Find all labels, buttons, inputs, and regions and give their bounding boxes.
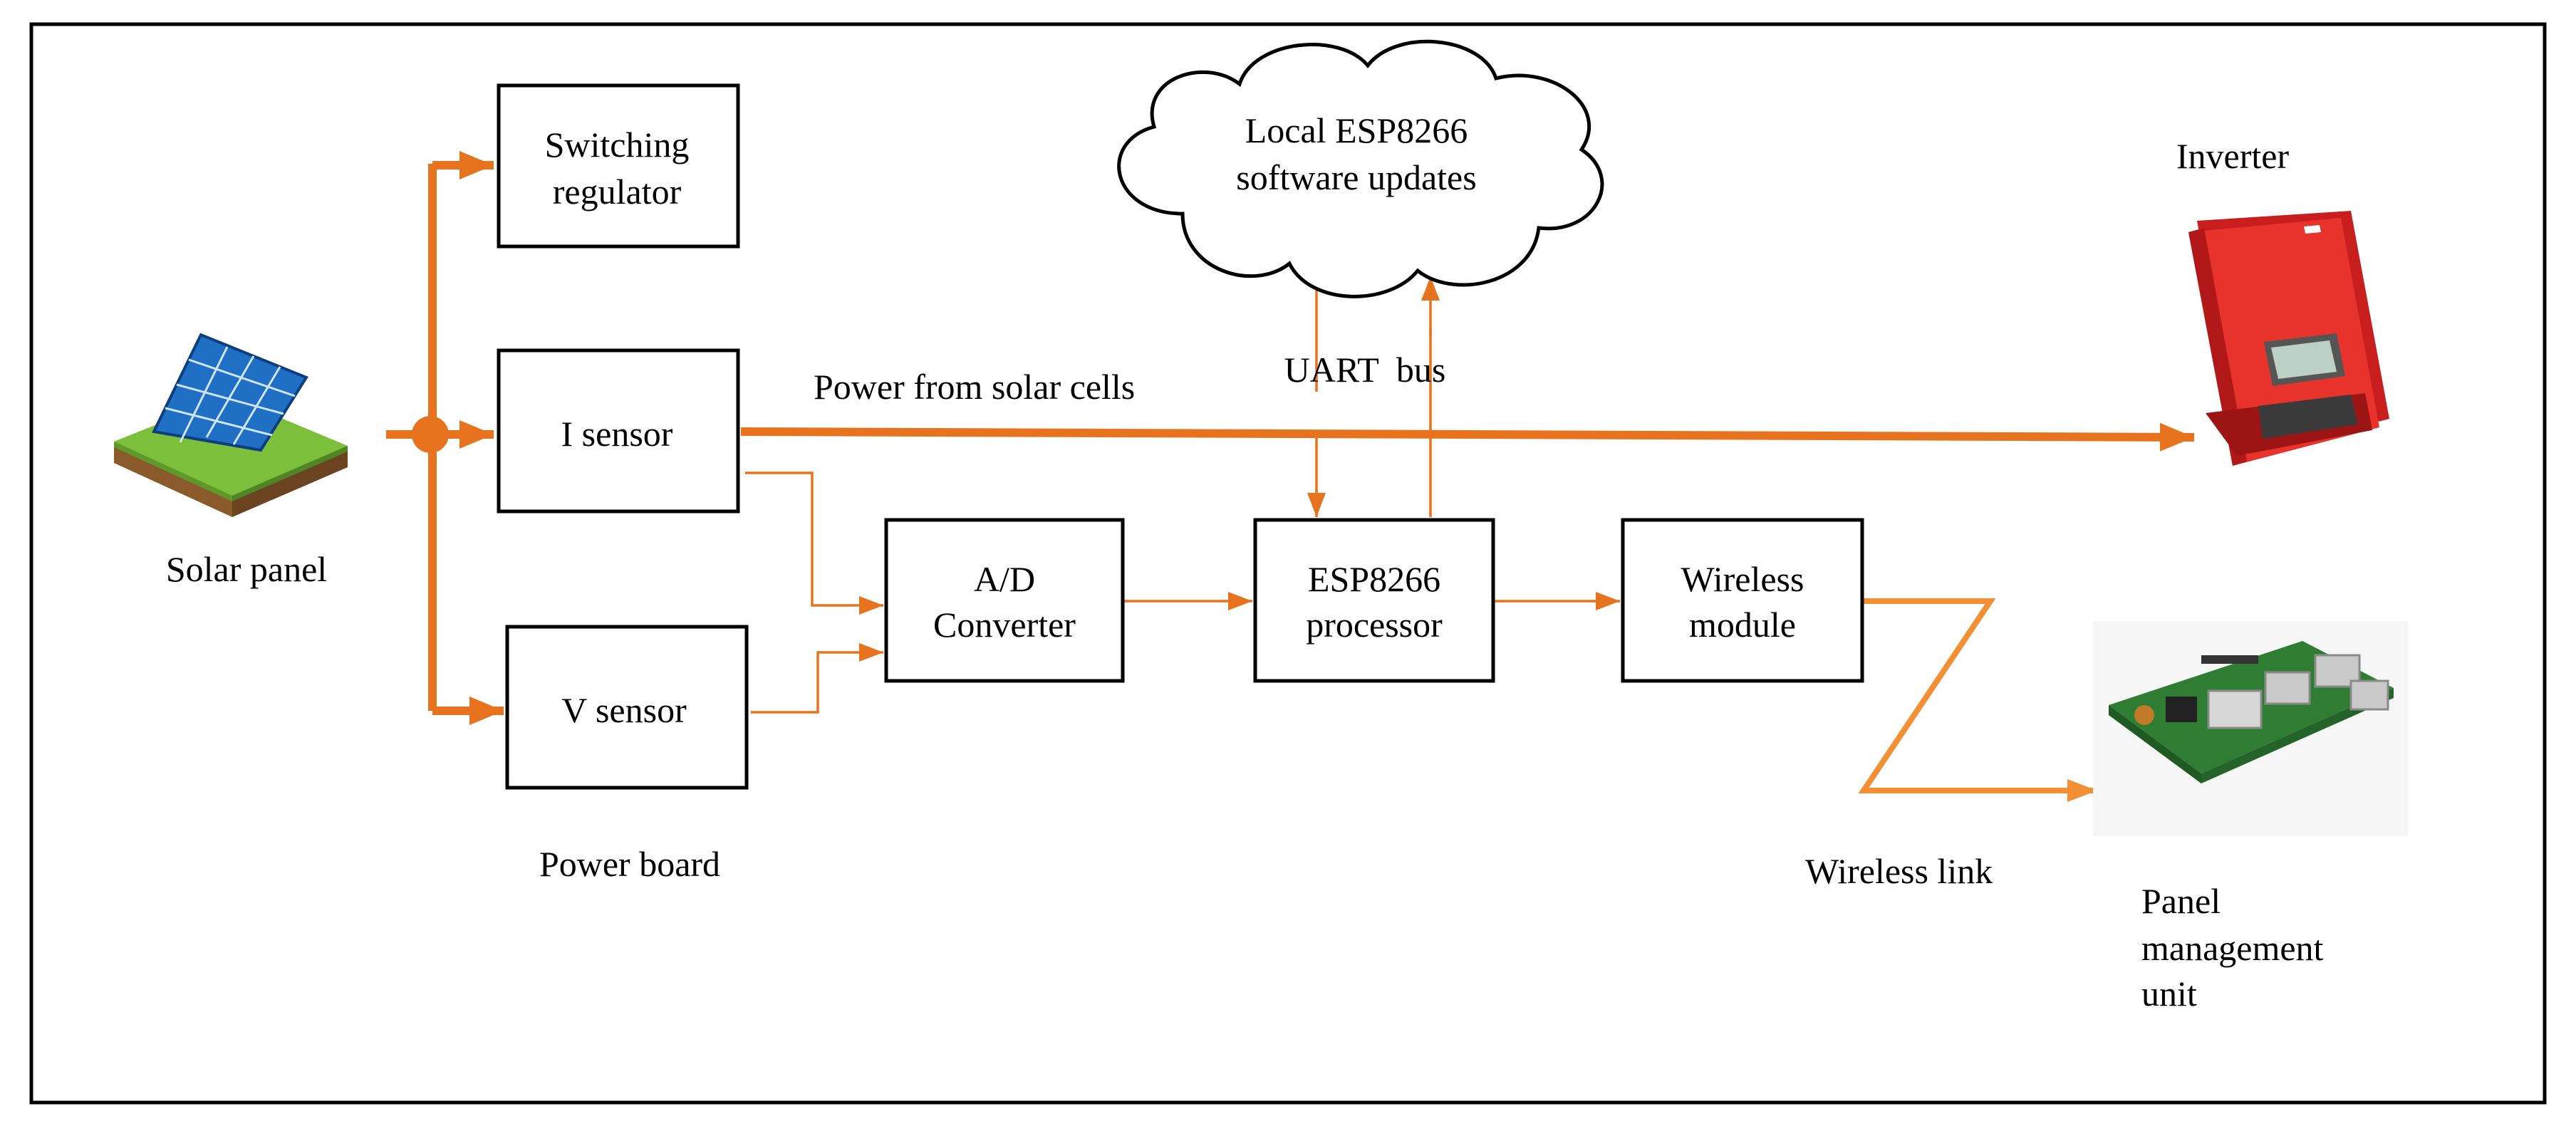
esp8266-processor-line2: processor bbox=[1306, 605, 1443, 645]
power-board-label: Power board bbox=[539, 844, 720, 884]
inverter-icon bbox=[2188, 211, 2389, 466]
inverter-label: Inverter bbox=[2176, 136, 2290, 176]
i-sensor-label: I sensor bbox=[561, 414, 673, 454]
panel-management-line3: unit bbox=[2141, 974, 2197, 1013]
switching-regulator-line2: regulator bbox=[553, 172, 682, 212]
wireless-module-line1: Wireless bbox=[1681, 559, 1804, 599]
wireless-module-box bbox=[1621, 518, 1864, 683]
junction-dot bbox=[412, 416, 449, 453]
v-sensor-label: V sensor bbox=[561, 690, 687, 730]
solar-panel-label: Solar panel bbox=[166, 549, 327, 589]
wireless-link-arrow bbox=[1858, 598, 2097, 802]
ad-converter-line2: Converter bbox=[933, 605, 1076, 645]
raspberry-pi-board-icon bbox=[2093, 621, 2408, 836]
cloud-line2: software updates bbox=[1236, 157, 1476, 197]
solar-panel-icon bbox=[114, 333, 348, 517]
esp8266-processor-line1: ESP8266 bbox=[1308, 559, 1440, 599]
wireless-link-label: Wireless link bbox=[1805, 851, 1993, 891]
arrow-power-to-inverter bbox=[740, 422, 2195, 452]
panel-management-line2: management bbox=[2141, 928, 2324, 968]
wireless-module-line2: module bbox=[1689, 605, 1796, 645]
switching-regulator-box bbox=[497, 83, 740, 249]
power-from-solar-cells-label: Power from solar cells bbox=[814, 367, 1135, 407]
arrow-i-sensor-to-adc bbox=[745, 471, 883, 615]
ad-converter-line1: A/D bbox=[974, 559, 1035, 599]
esp8266-processor-box bbox=[1253, 518, 1495, 683]
switching-regulator-line1: Switching bbox=[545, 125, 690, 165]
cloud-shape bbox=[1117, 39, 1604, 298]
cloud-line1: Local ESP8266 bbox=[1245, 110, 1468, 150]
arrow-v-sensor-to-adc bbox=[751, 643, 883, 714]
uart-bus-label: UART bus bbox=[1284, 350, 1446, 390]
diagram-frame bbox=[29, 22, 2547, 1105]
i-sensor-box bbox=[497, 348, 740, 514]
v-sensor-box bbox=[505, 625, 749, 790]
panel-management-line1: Panel bbox=[2141, 881, 2221, 921]
ad-converter-box bbox=[884, 518, 1125, 683]
